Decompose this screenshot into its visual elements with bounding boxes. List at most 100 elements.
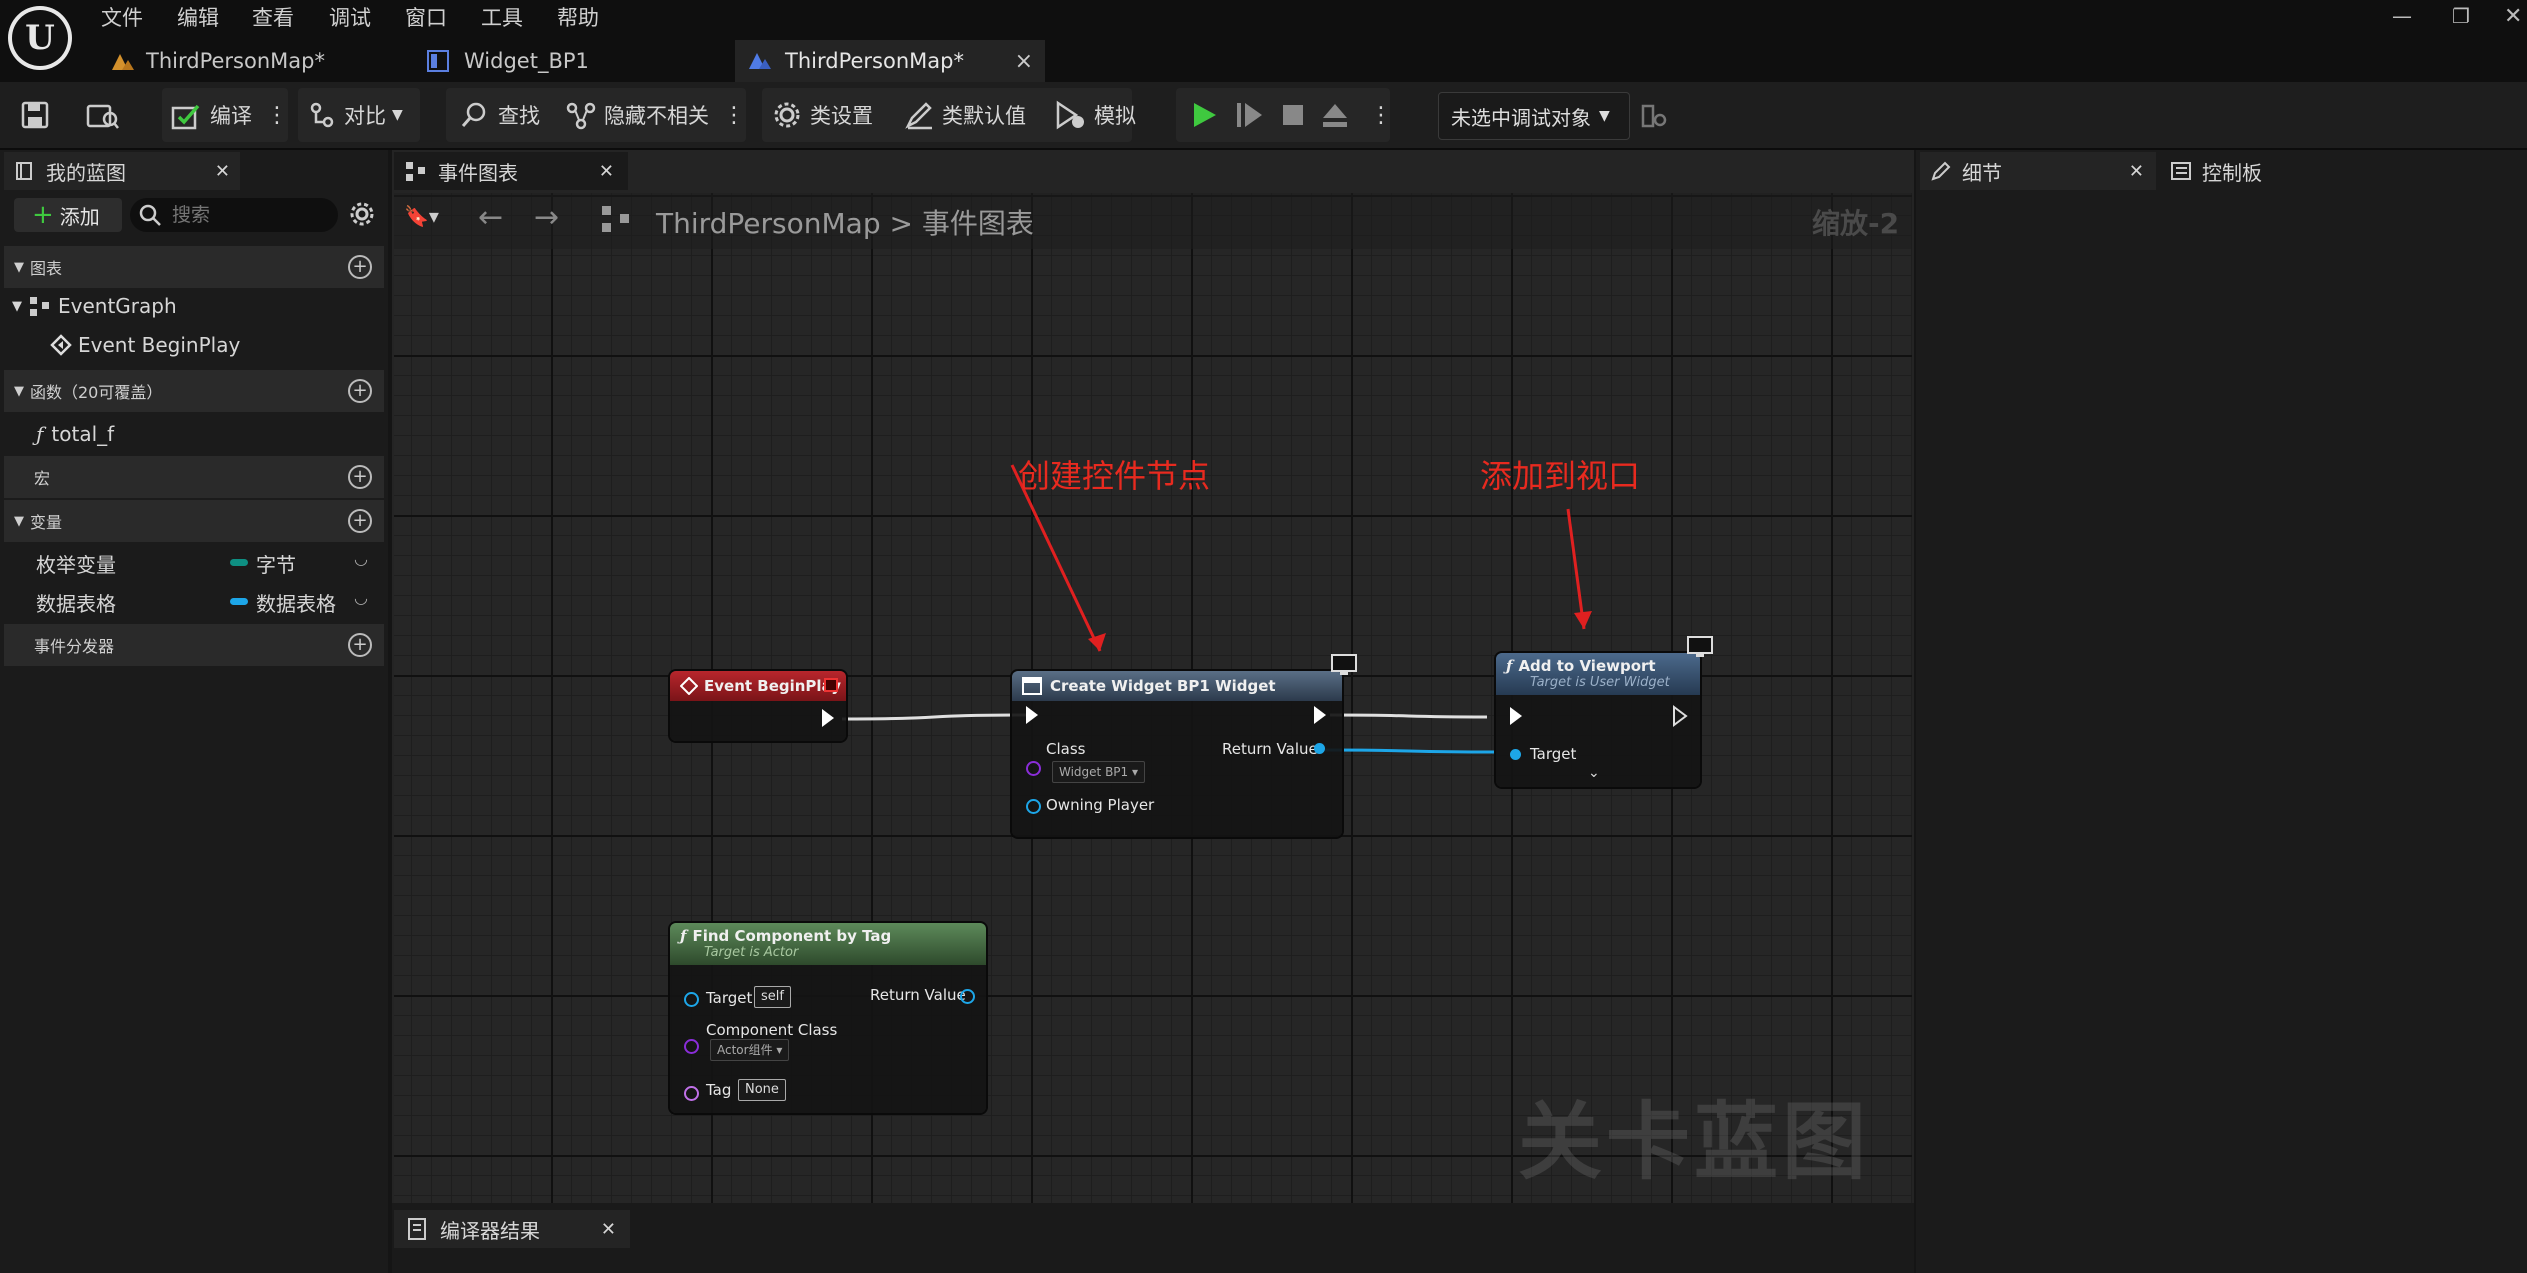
hide-unrelated-button[interactable]: 隐藏不相关 ⋮ bbox=[566, 96, 745, 134]
close-icon[interactable]: ✕ bbox=[600, 1218, 616, 1240]
class-settings-button[interactable]: 类设置 bbox=[772, 96, 873, 134]
tab-label: ThirdPersonMap* bbox=[146, 49, 325, 73]
variables-section-header[interactable]: ▼ 变量 + bbox=[4, 500, 384, 542]
class-pin[interactable] bbox=[1026, 761, 1041, 776]
add-graph-icon[interactable]: + bbox=[348, 255, 372, 279]
dispatchers-section-header[interactable]: 事件分发器 + bbox=[4, 624, 384, 666]
bookmark-icon[interactable]: 🔖▾ bbox=[404, 204, 439, 228]
target-pin[interactable] bbox=[1510, 749, 1521, 760]
tab-thirdpersonmap-1[interactable]: ThirdPersonMap* bbox=[100, 40, 400, 82]
function-label: total_f bbox=[51, 422, 115, 446]
close-icon[interactable]: ✕ bbox=[598, 160, 614, 182]
restore-icon[interactable]: ❐ bbox=[2452, 4, 2470, 28]
eject-button[interactable] bbox=[1320, 96, 1350, 134]
menu-tools[interactable]: 工具 bbox=[481, 6, 523, 30]
exec-out-pin[interactable] bbox=[822, 709, 834, 727]
minimize-icon[interactable]: — bbox=[2392, 4, 2412, 28]
node-event-beginplay[interactable]: Event BeginPlay bbox=[670, 671, 846, 741]
graph-canvas[interactable]: 创建控件节点 添加到视口 Event BeginPlay Create Widg… bbox=[394, 193, 1912, 1203]
palette-tab[interactable]: 控制板 bbox=[2160, 152, 2360, 190]
exec-out-pin[interactable] bbox=[1314, 706, 1326, 724]
exec-in-pin[interactable] bbox=[1026, 706, 1038, 724]
more-options-icon[interactable]: ⋮ bbox=[723, 102, 745, 128]
macros-section-header[interactable]: 宏 + bbox=[4, 456, 384, 498]
add-function-icon[interactable]: + bbox=[348, 379, 372, 403]
compile-options-icon[interactable]: ⋮ bbox=[266, 102, 288, 128]
variable-row[interactable]: 枚举变量 字节 ◡ bbox=[36, 549, 386, 577]
add-button[interactable]: + 添加 bbox=[14, 198, 122, 232]
functions-section-header[interactable]: ▼ 函数（20可覆盖） + bbox=[4, 370, 384, 412]
graph-icon bbox=[600, 204, 632, 238]
add-variable-icon[interactable]: + bbox=[348, 509, 372, 533]
play-button[interactable] bbox=[1190, 96, 1218, 134]
add-dispatcher-icon[interactable]: + bbox=[348, 633, 372, 657]
return-value-pin[interactable] bbox=[960, 989, 975, 1004]
search-box[interactable] bbox=[130, 198, 338, 232]
tree-item-eventgraph[interactable]: ▼ EventGraph bbox=[12, 294, 177, 318]
play-options-icon[interactable]: ⋮ bbox=[1370, 102, 1392, 128]
compiler-results-tab[interactable]: 编译器结果 ✕ bbox=[394, 1210, 630, 1248]
find-button[interactable]: 查找 bbox=[460, 96, 540, 134]
menu-edit[interactable]: 编辑 bbox=[177, 6, 219, 30]
browse-icon[interactable] bbox=[86, 96, 120, 134]
variable-type: 字节 bbox=[256, 553, 296, 577]
close-icon[interactable]: ✕ bbox=[214, 160, 230, 182]
tag-field[interactable]: None bbox=[738, 1079, 786, 1101]
step-button[interactable] bbox=[1234, 96, 1264, 134]
tag-pin[interactable] bbox=[684, 1086, 699, 1101]
breadcrumb-graph[interactable]: 事件图表 bbox=[921, 207, 1034, 240]
visibility-eye-icon[interactable]: ◡ bbox=[354, 549, 368, 568]
owning-player-pin[interactable] bbox=[1026, 799, 1041, 814]
tab-widget-bp1[interactable]: Widget_BP1 bbox=[416, 40, 716, 82]
graphs-section-header[interactable]: ▼ 图表 + bbox=[4, 246, 384, 288]
tree-item-event-beginplay[interactable]: Event BeginPlay bbox=[50, 333, 240, 357]
tab-thirdpersonmap-active[interactable]: ThirdPersonMap* × bbox=[735, 40, 1045, 82]
simulate-button[interactable]: 模拟 bbox=[1054, 96, 1136, 134]
expand-chevron-icon[interactable]: ⌄ bbox=[1588, 765, 1600, 781]
menu-file[interactable]: 文件 bbox=[101, 6, 143, 30]
close-window-icon[interactable]: ✕ bbox=[2504, 4, 2523, 29]
return-value-pin[interactable] bbox=[1314, 743, 1325, 754]
variables-header-label: 变量 bbox=[30, 513, 63, 532]
details-tab[interactable]: 细节 ✕ bbox=[1920, 152, 2156, 190]
event-graph-tab[interactable]: 事件图表 ✕ bbox=[394, 152, 628, 190]
class-defaults-button[interactable]: 类默认值 bbox=[904, 96, 1026, 134]
menu-view[interactable]: 查看 bbox=[252, 6, 294, 30]
menu-debug[interactable]: 调试 bbox=[329, 6, 371, 30]
variable-type-pill bbox=[230, 598, 248, 605]
menu-help[interactable]: 帮助 bbox=[557, 6, 599, 30]
class-dropdown[interactable]: Widget BP1 ▾ bbox=[1052, 761, 1146, 783]
forward-arrow-icon[interactable]: → bbox=[534, 200, 560, 235]
debug-target-dropdown[interactable]: 未选中调试对象 ▼ bbox=[1438, 92, 1630, 140]
target-field[interactable]: self bbox=[754, 986, 791, 1008]
menu-window[interactable]: 窗口 bbox=[405, 6, 447, 30]
level-blueprint-icon bbox=[749, 53, 771, 69]
tree-item-function[interactable]: ƒ total_f bbox=[36, 422, 114, 446]
back-arrow-icon[interactable]: ← bbox=[478, 200, 504, 235]
my-blueprint-tab[interactable]: 我的蓝图 ✕ bbox=[4, 152, 240, 190]
breadcrumb-map[interactable]: ThirdPersonMap bbox=[656, 207, 881, 240]
tab-close-button[interactable]: × bbox=[1014, 48, 1033, 74]
target-pin[interactable] bbox=[684, 992, 699, 1007]
compile-button[interactable]: 编译 ⋮ bbox=[170, 96, 288, 134]
collapse-arrow-icon: ▼ bbox=[14, 383, 24, 399]
settings-gear-icon[interactable] bbox=[348, 200, 376, 232]
unreal-logo-icon[interactable]: U bbox=[8, 6, 72, 70]
component-class-dropdown[interactable]: Actor组件 ▾ bbox=[710, 1039, 790, 1061]
exec-in-pin[interactable] bbox=[1510, 707, 1522, 725]
visibility-eye-icon[interactable]: ◡ bbox=[354, 588, 368, 607]
diff-button[interactable]: 对比 ▼ bbox=[308, 96, 403, 134]
debug-filter-icon[interactable] bbox=[1640, 100, 1668, 134]
stop-button[interactable] bbox=[1280, 96, 1306, 134]
variable-row[interactable]: 数据表格 数据表格 ◡ bbox=[36, 588, 386, 616]
compile-icon bbox=[171, 104, 200, 130]
delegate-pin[interactable] bbox=[824, 678, 838, 692]
component-class-pin[interactable] bbox=[684, 1039, 699, 1054]
node-create-widget[interactable]: Create Widget BP1 Widget Class Widget BP… bbox=[1012, 671, 1342, 837]
add-macro-icon[interactable]: + bbox=[348, 465, 372, 489]
close-icon[interactable]: ✕ bbox=[2128, 160, 2144, 182]
search-input[interactable] bbox=[170, 203, 324, 227]
save-icon[interactable] bbox=[20, 96, 50, 134]
